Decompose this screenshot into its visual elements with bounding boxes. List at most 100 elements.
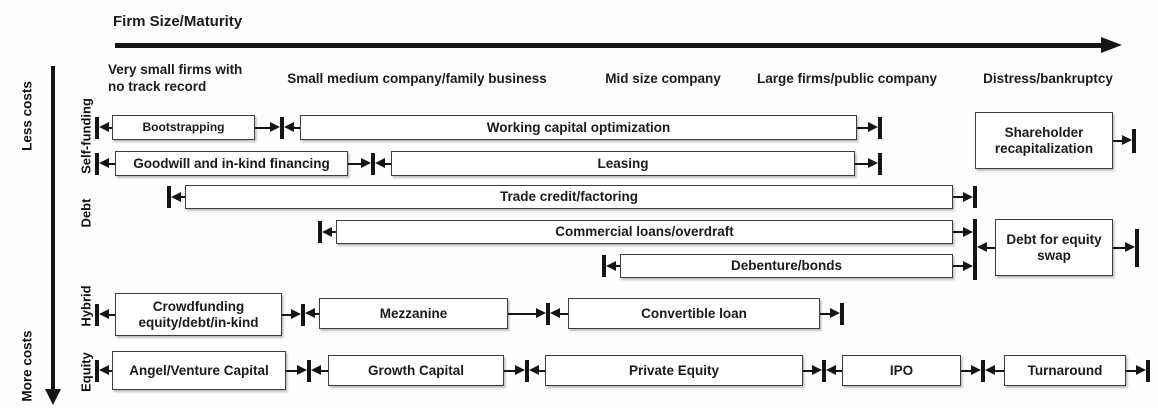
terminator-bar-right-working-capital-optimization	[878, 116, 882, 139]
terminator-bar-right-private-equity	[822, 359, 826, 382]
connector-right-leasing	[855, 162, 869, 165]
arrowhead-left-leasing	[375, 158, 385, 168]
label-angel-venture-capital: Angel/Venture Capital	[129, 362, 269, 378]
maturity-stage-header-2: Small medium company/family business	[287, 71, 547, 86]
arrowhead-left-mezzanine	[305, 308, 315, 318]
label-turnaround: Turnaround	[1027, 362, 1103, 378]
connector-left-debt-for-equity-swap	[985, 246, 995, 249]
terminator-bar-right-angel-venture-capital	[307, 359, 311, 382]
box-angel-venture-capital: Angel/Venture Capital	[112, 351, 286, 390]
box-turnaround: Turnaround	[1004, 355, 1126, 386]
terminator-bar-left-trade-credit-factoring	[167, 186, 171, 208]
box-bootstrapping: Bootstrapping	[112, 115, 255, 140]
box-private-equity: Private Equity	[545, 355, 803, 386]
terminator-bar-left-angel-venture-capital	[95, 359, 99, 382]
arrowhead-right-commercial-loans-overdraft	[963, 226, 973, 237]
x-axis-arrow-line	[115, 43, 1103, 48]
connector-left-trade-credit-factoring	[179, 196, 185, 198]
terminator-bar-right-growth-capital	[525, 359, 529, 382]
arrowhead-left-commercial-loans-overdraft	[322, 226, 332, 237]
connector-right-crowdfunding-equity-debt-in-kind	[282, 313, 292, 316]
terminator-bar-right-convertible-loan	[840, 302, 844, 325]
label-crowdfunding-equity-debt-in-kind: Crowdfunding equity/debt/in-kind	[138, 298, 259, 330]
label-goodwill-and-in-kind-financing: Goodwill and in-kind financing	[133, 155, 330, 171]
cost-axis-arrowhead-icon	[45, 389, 61, 405]
arrowhead-right-crowdfunding-equity-debt-in-kind	[291, 309, 301, 319]
label-shareholder-recapitalization: Shareholder recapitalization	[994, 124, 1094, 156]
arrowhead-right-goodwill-and-in-kind-financing	[361, 158, 371, 168]
connector-right-shareholder-recapitalization	[1113, 139, 1123, 142]
box-leasing: Leasing	[391, 151, 855, 176]
arrowhead-right-convertible-loan	[830, 308, 840, 318]
terminator-bar-left-commercial-loans-overdraft	[318, 221, 322, 243]
arrowhead-right-debenture-bonds	[963, 260, 973, 271]
label-ipo: IPO	[889, 362, 914, 378]
label-private-equity: Private Equity	[628, 362, 720, 378]
arrowhead-right-private-equity	[812, 365, 822, 375]
arrowhead-left-private-equity	[529, 365, 539, 375]
arrowhead-left-ipo	[826, 365, 836, 375]
connector-right-convertible-loan	[820, 312, 831, 315]
box-growth-capital: Growth Capital	[328, 355, 504, 386]
terminator-bar-right-crowdfunding-equity-debt-in-kind	[301, 303, 305, 326]
terminator-bar-right-trade-credit-factoring	[973, 186, 977, 208]
arrowhead-right-trade-credit-factoring	[963, 191, 973, 202]
label-growth-capital: Growth Capital	[367, 362, 464, 378]
terminator-bar-right-goodwill-and-in-kind-financing	[371, 152, 375, 175]
cost-axis-label-top: Less costs	[19, 81, 35, 151]
connector-left-ipo	[834, 369, 842, 372]
arrowhead-right-shareholder-recapitalization	[1122, 135, 1132, 145]
arrowhead-left-bootstrapping	[99, 122, 109, 132]
connector-right-debt-for-equity-swap	[1113, 246, 1126, 249]
arrowhead-right-mezzanine	[536, 308, 546, 318]
maturity-stage-header-1: Very small firms with no track record	[108, 62, 243, 94]
arrowhead-right-working-capital-optimization	[868, 122, 878, 132]
connector-right-turnaround	[1126, 369, 1137, 372]
label-debt-for-equity-swap: Debt for equity swap	[1006, 231, 1102, 263]
box-ipo: IPO	[842, 355, 961, 386]
arrowhead-right-ipo	[971, 365, 981, 375]
connector-left-leasing	[383, 162, 391, 165]
label-commercial-loans-overdraft: Commercial loans/overdraft	[555, 224, 734, 240]
terminator-bar-right-debt-for-equity-swap	[1135, 228, 1139, 267]
connector-right-debenture-bonds	[953, 265, 964, 267]
connector-right-private-equity	[803, 369, 813, 372]
maturity-stage-header-4: Large firms/public company	[756, 71, 938, 86]
connector-left-bootstrapping	[107, 126, 112, 129]
arrowhead-right-leasing	[868, 158, 878, 168]
cost-axis-label-bottom: More costs	[19, 330, 35, 402]
connector-right-angel-venture-capital	[286, 369, 298, 372]
terminator-bar-right-leasing	[878, 152, 882, 175]
terminator-bar-right-shareholder-recapitalization	[1132, 128, 1136, 153]
arrowhead-left-convertible-loan	[550, 308, 560, 318]
x-axis-arrowhead-icon	[1101, 37, 1122, 53]
arrowhead-left-angel-venture-capital	[99, 365, 109, 375]
terminator-bar-right-ipo	[981, 359, 985, 382]
connector-left-commercial-loans-overdraft	[330, 231, 336, 233]
terminator-bar-left-debenture-bonds	[602, 255, 606, 277]
terminator-bar-right-bootstrapping	[280, 116, 284, 139]
arrowhead-right-growth-capital	[515, 365, 525, 375]
connector-left-angel-venture-capital	[107, 369, 112, 372]
arrowhead-right-turnaround	[1136, 365, 1146, 375]
connector-left-debenture-bonds	[614, 265, 620, 267]
x-axis-title: Firm Size/Maturity	[113, 13, 243, 30]
connector-right-bootstrapping	[255, 126, 271, 129]
label-trade-credit-factoring: Trade credit/factoring	[499, 189, 639, 205]
connector-left-private-equity	[537, 369, 545, 372]
arrowhead-left-growth-capital	[311, 365, 321, 375]
terminator-bar-right-mezzanine	[546, 302, 550, 325]
arrowhead-right-debt-for-equity-swap	[1125, 242, 1135, 252]
label-leasing: Leasing	[597, 155, 649, 171]
cost-axis-arrow-line	[51, 66, 55, 390]
connector-right-working-capital-optimization	[857, 126, 869, 129]
connector-left-turnaround	[993, 369, 1004, 372]
group-label-equity: Equity	[78, 352, 94, 392]
terminator-bar-left-crowdfunding-equity-debt-in-kind	[95, 303, 99, 326]
connector-right-mezzanine	[508, 312, 537, 315]
box-debt-for-equity-swap: Debt for equity swap	[995, 219, 1113, 276]
label-convertible-loan: Convertible loan	[641, 305, 747, 321]
connector-left-convertible-loan	[558, 312, 568, 315]
terminator-bar-right-turnaround	[1146, 359, 1150, 382]
